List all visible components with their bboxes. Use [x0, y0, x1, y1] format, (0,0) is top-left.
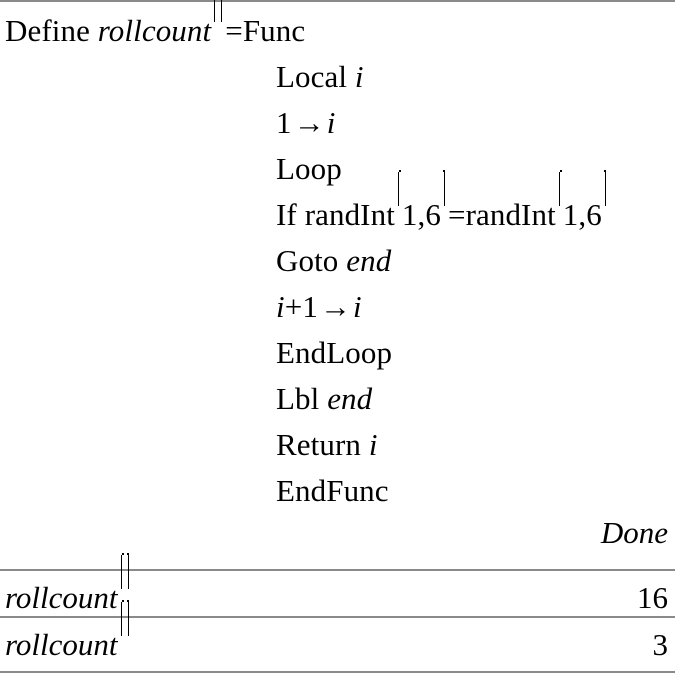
open-paren-icon — [118, 553, 125, 608]
assign-target: i — [326, 105, 336, 140]
history-row[interactable]: rollcount 16 — [0, 553, 675, 624]
assign-statement: 1→i — [276, 100, 335, 146]
return-value: i — [368, 427, 378, 462]
endloop-keyword: EndLoop — [276, 335, 393, 370]
code-line-increment[interactable]: i+1→i — [0, 284, 675, 330]
function-name: rollcount — [97, 13, 212, 48]
store-arrow-icon: → — [319, 289, 352, 324]
func-keyword: Func — [242, 13, 306, 48]
divider-history-2 — [0, 616, 675, 618]
equals-sign: = — [225, 13, 243, 48]
code-line-loop[interactable]: Loop — [0, 146, 675, 192]
open-paren-icon — [118, 600, 125, 655]
goto-statement: Goto end — [276, 238, 391, 284]
loop-keyword: Loop — [276, 151, 342, 186]
code-line-local[interactable]: Local i — [0, 54, 675, 100]
code-line-assign-one[interactable]: 1→i — [0, 100, 675, 146]
history-function-name: rollcount — [5, 580, 118, 615]
lbl-label: end — [327, 381, 373, 416]
close-paren-icon — [125, 553, 132, 608]
return-statement: Return i — [276, 422, 378, 468]
program-definition-block[interactable]: Define rollcount=Func Local i 1→i Loop I… — [0, 0, 675, 514]
code-line-endloop[interactable]: EndLoop — [0, 330, 675, 376]
close-paren-icon — [602, 170, 609, 225]
history-expression: rollcount — [5, 553, 132, 624]
history-function-name: rollcount — [5, 627, 118, 662]
goto-keyword: Goto — [276, 243, 347, 278]
divider-bottom — [0, 671, 675, 673]
history-row[interactable]: rollcount 3 — [0, 600, 675, 671]
code-line-endfunc[interactable]: EndFunc — [0, 468, 675, 514]
divider-history-1 — [0, 569, 675, 571]
close-paren-icon — [441, 170, 448, 225]
history-expression: rollcount — [5, 600, 132, 671]
history-value: 3 — [652, 627, 669, 662]
define-keyword: Define — [5, 13, 98, 48]
code-line-return[interactable]: Return i — [0, 422, 675, 468]
open-paren-icon — [556, 170, 563, 225]
endfunc-keyword: EndFunc — [276, 473, 389, 508]
definition-result-done: Done — [600, 515, 668, 550]
randint-keyword-2: randInt — [465, 197, 556, 232]
if-randint-keyword: If randInt — [276, 197, 395, 232]
plus-sign: + — [284, 289, 303, 324]
open-paren-icon — [395, 170, 402, 225]
history-value: 16 — [637, 580, 668, 615]
store-arrow-icon: → — [293, 105, 325, 140]
increment-operand: i — [276, 289, 285, 324]
code-line-lbl[interactable]: Lbl end — [0, 376, 675, 422]
divider-top — [0, 0, 675, 2]
goto-label: end — [346, 243, 392, 278]
increment-target: i — [353, 289, 362, 324]
return-keyword: Return — [276, 427, 369, 462]
code-line-goto[interactable]: Goto end — [0, 238, 675, 284]
lbl-statement: Lbl end — [276, 376, 372, 422]
close-paren-icon — [125, 600, 132, 655]
local-statement: Local i — [276, 54, 364, 100]
code-line-define[interactable]: Define rollcount =Func — [0, 0, 675, 54]
open-paren-icon — [211, 0, 218, 41]
literal-one: 1 — [276, 105, 292, 140]
close-paren-icon — [218, 0, 225, 41]
local-variable: i — [354, 59, 364, 94]
equals-sign: = — [447, 197, 466, 232]
local-keyword: Local — [276, 59, 355, 94]
randint-args-1: 1,6 — [401, 197, 441, 232]
randint-args-2: 1,6 — [562, 197, 602, 232]
increment-statement: i+1→i — [276, 284, 362, 330]
lbl-keyword: Lbl — [276, 381, 328, 416]
define-statement: Define rollcount =Func — [5, 0, 306, 54]
increment-literal: 1 — [302, 289, 318, 324]
